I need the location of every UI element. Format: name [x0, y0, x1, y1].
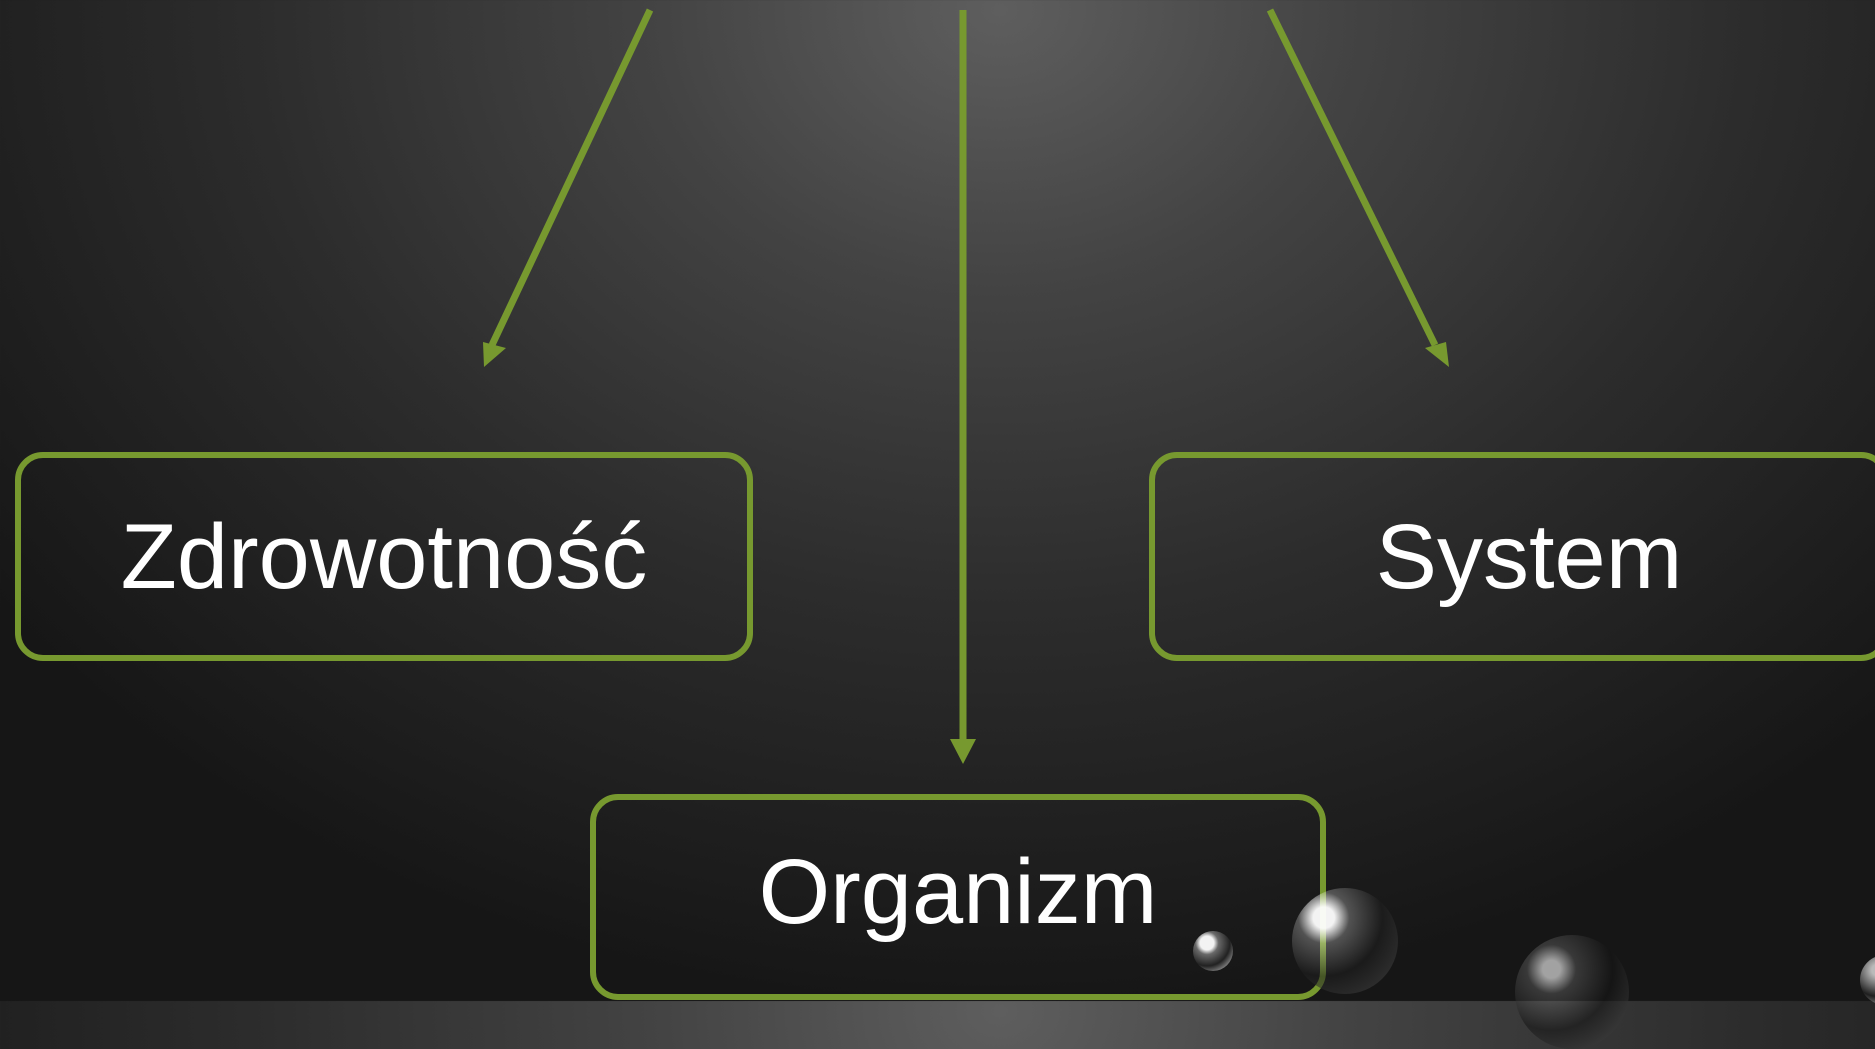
node-label: System [1375, 505, 1683, 608]
arrowhead-right-icon [1425, 342, 1449, 367]
connector-arrows [483, 8, 1449, 764]
bubble-icon [1292, 888, 1398, 994]
arrowhead-bottom-icon [950, 739, 976, 764]
bubble-icon [1193, 931, 1233, 971]
node-label: Zdrowotność [120, 505, 648, 608]
arrow-to-left [488, 8, 654, 347]
node-organizm: Organizm [590, 794, 1326, 1000]
node-label: Organizm [758, 841, 1158, 943]
diagram-slide: Zdrowotność System Organizm [15, 8, 1875, 1049]
node-system: System [1149, 452, 1875, 661]
node-zdrowotnosc: Zdrowotność [15, 452, 753, 661]
bubble-icon [1515, 935, 1629, 1049]
arrowhead-left-icon [483, 342, 506, 367]
arrow-to-right [1266, 8, 1439, 347]
bubble-icon [1860, 955, 1875, 1005]
